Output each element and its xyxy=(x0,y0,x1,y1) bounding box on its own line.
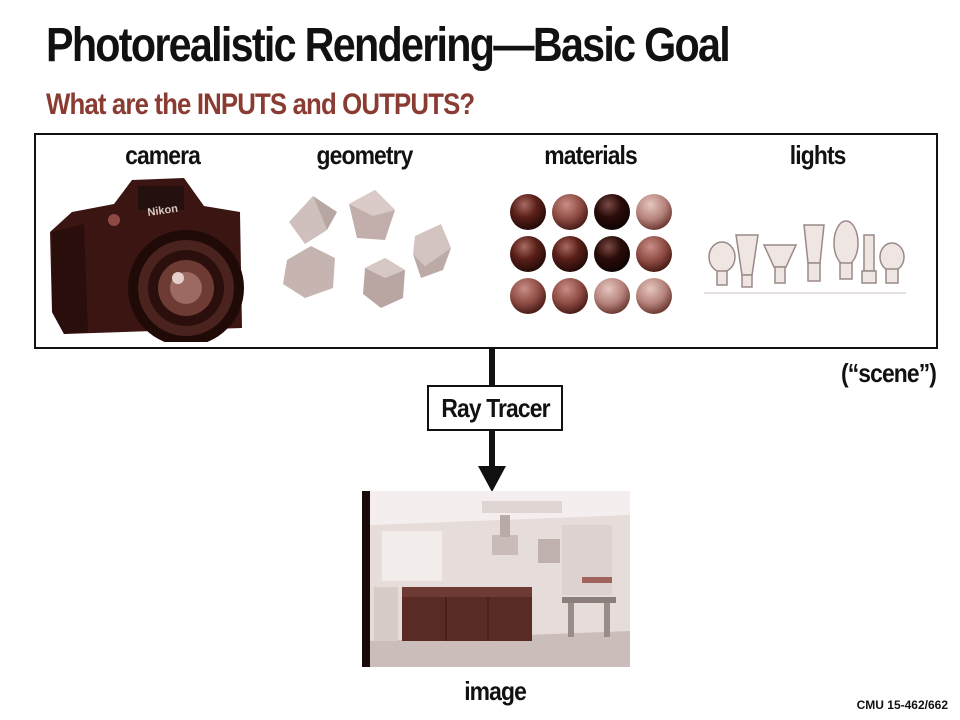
image-label: image xyxy=(464,676,527,706)
scene-caption: (“scene”) xyxy=(840,358,937,388)
materials-image xyxy=(510,194,672,314)
lights-image xyxy=(704,220,906,294)
ray-tracer-label: Ray Tracer xyxy=(440,392,550,423)
scene-box xyxy=(34,133,938,349)
connector-line-top xyxy=(489,349,495,385)
camera-label: camera xyxy=(125,140,201,170)
camera-image: Nikon xyxy=(50,178,244,342)
camera-brand: Nikon xyxy=(147,203,179,219)
geometry-image xyxy=(283,190,451,308)
connector-line-bottom xyxy=(489,431,495,467)
course-footer: CMU 15-462/662 xyxy=(856,698,948,712)
down-arrow-icon xyxy=(478,466,506,492)
materials-label: materials xyxy=(544,140,637,170)
lights-label: lights xyxy=(789,140,847,170)
rendered-image xyxy=(362,491,630,667)
ray-tracer-box: Ray Tracer xyxy=(427,385,563,431)
slide-title: Photorealistic Rendering—Basic Goal xyxy=(46,19,731,72)
slide-subtitle: What are the INPUTS and OUTPUTS? xyxy=(46,88,475,121)
geometry-label: geometry xyxy=(316,140,414,170)
